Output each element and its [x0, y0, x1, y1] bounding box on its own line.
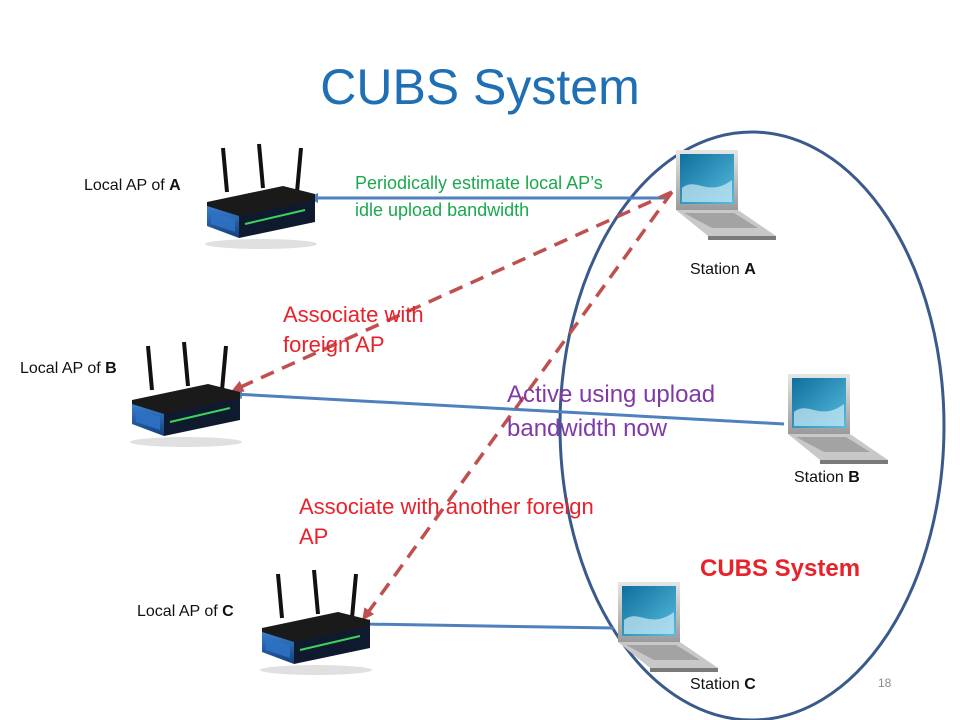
- laptop-icon: [788, 374, 888, 464]
- dashed-arrow-station-a-to-ap-c: [362, 190, 674, 621]
- estimate-bandwidth-note: Periodically estimate local AP’s idle up…: [355, 173, 603, 220]
- page-number: 18: [878, 676, 892, 690]
- dashed-arrow-station-a-to-ap-b: [231, 190, 673, 392]
- cubs-system-group-label: CUBS System: [700, 555, 861, 582]
- active-upload-note: Active using upload bandwidth now: [507, 381, 716, 442]
- arrow-station-c-to-local-ap-c: [360, 619, 615, 630]
- slide-title: CUBS System: [320, 59, 640, 115]
- arrow-station-b-to-local-ap-b: [232, 389, 785, 426]
- local-ap-a-label: Local AP of A: [84, 177, 181, 194]
- local-ap-c-label: Local AP of C: [137, 603, 234, 620]
- laptop-icon: [676, 150, 776, 240]
- wireless-router-icon: [203, 142, 319, 251]
- wireless-router-icon: [258, 568, 374, 677]
- associate-another-foreign-ap-note: Associate with another foreign AP: [299, 494, 594, 549]
- station-c-label: Station C: [690, 676, 756, 693]
- cubs-group-ellipse: [558, 130, 946, 720]
- local-ap-b-label: Local AP of B: [20, 360, 117, 377]
- wireless-router-icon: [128, 340, 244, 449]
- station-b-label: Station B: [794, 469, 860, 486]
- associate-foreign-ap-note: Associate with foreign AP: [283, 302, 424, 357]
- station-a-label: Station A: [690, 261, 756, 278]
